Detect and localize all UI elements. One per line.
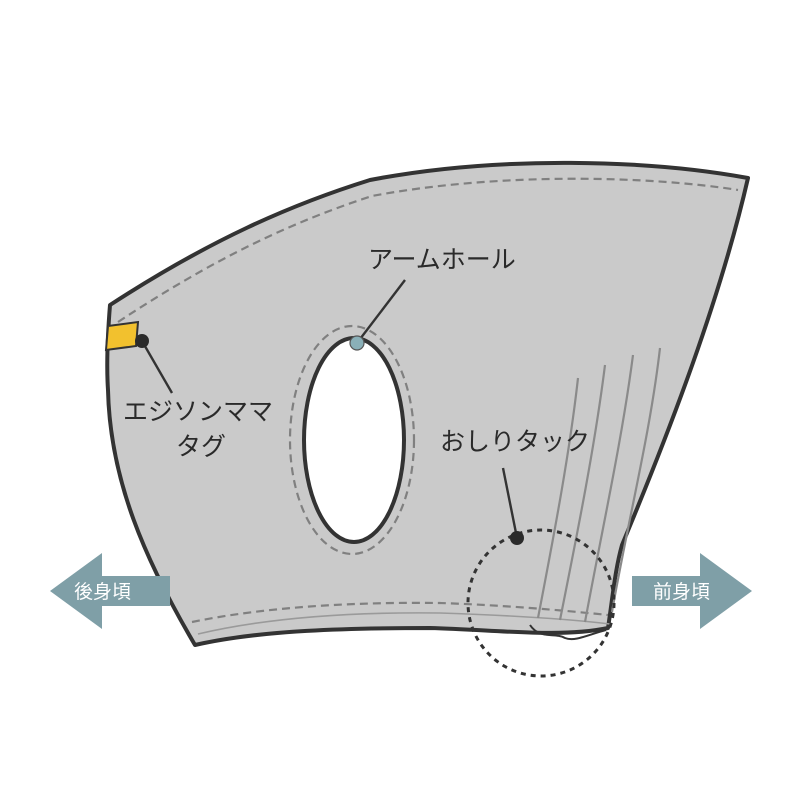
tuck-label: おしりタック (440, 427, 590, 456)
back-direction-label: 後身頃 (74, 581, 131, 603)
tag-marker-dot (135, 334, 149, 348)
front-direction-arrow (632, 553, 752, 629)
bottom-hem-line (197, 612, 611, 635)
armhole-opening (302, 336, 406, 544)
tuck-line-2 (558, 364, 607, 621)
armhole-marker-dot (349, 335, 365, 351)
front-direction-label: 前身頃 (653, 581, 710, 603)
tuck-line-3 (583, 354, 635, 623)
tuck-highlight-circle (466, 528, 616, 678)
tuck-line-1 (536, 377, 580, 619)
bottom-stitch-line (191, 601, 609, 624)
brand-tag (104, 320, 140, 352)
armhole-label: アームホール (368, 245, 516, 274)
tuck-marker-dot (510, 531, 524, 545)
tuck-gather (529, 624, 607, 640)
tag-leader-line (140, 340, 174, 394)
armhole-leader-line (356, 279, 406, 344)
top-stitch-line (117, 177, 739, 323)
tuck-leader-line (501, 467, 519, 539)
armhole-stitch-ring (288, 324, 416, 556)
tag-label-line1: エジソンママ (123, 397, 273, 426)
tag-label-line2: タグ (176, 432, 226, 461)
tuck-line-4 (610, 347, 662, 613)
back-direction-arrow (50, 553, 170, 629)
